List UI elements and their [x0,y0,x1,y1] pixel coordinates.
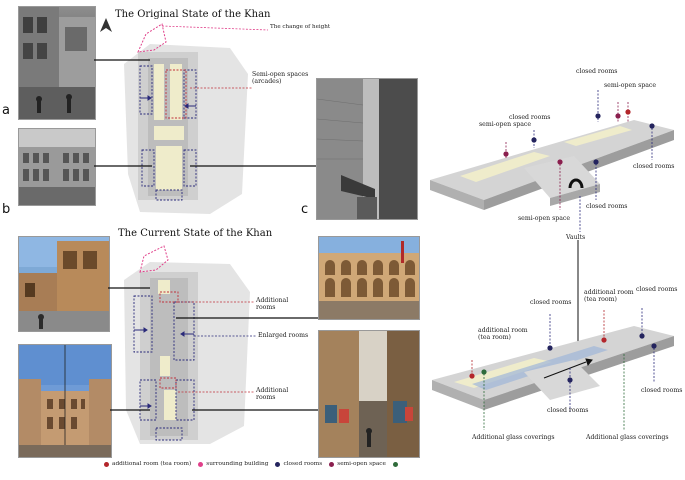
panel-letter-a: a [2,103,10,118]
model-bottom-glass-right: Additional glass coverings [586,434,669,441]
legend-item [392,461,401,467]
legend-dot [104,461,109,467]
model-top-vaults: Vaults [566,234,586,241]
vaults-connector [577,240,579,360]
model-bottom-tea-room-right: additional room (tea room) [584,289,634,304]
panel-letter-b: b [2,202,11,217]
legend-dot [329,461,335,467]
legend-item: semi-open space [329,461,386,467]
legend-dot [198,461,204,467]
legend: additional room (tea room) surrounding b… [104,461,401,467]
model-bottom-tea-room-left: additional room (tea room) [478,327,528,342]
plan-original [124,23,248,214]
label-change-of-height: The change of height [270,24,331,30]
model-top-semi-open-1: semi-open space [479,121,532,128]
model-top-semi-open-2: semi-open space [604,82,657,89]
legend-label: additional room (tea room) [112,461,192,467]
model-bottom-closed-rooms-4: closed rooms [641,387,683,394]
photo-current-courtyard [18,344,112,458]
photo-original-courtyard [18,128,96,206]
model-bottom-closed-rooms-3: closed rooms [547,407,589,414]
title-original: The Original State of the Khan [115,9,271,20]
panel-letter-c: c [301,202,309,217]
photo-current-arcades [318,236,420,320]
legend-item: closed rooms [275,461,322,467]
model-top-closed-rooms-2: closed rooms [576,68,618,75]
model-top-semi-open-3: semi-open space [518,215,571,222]
photo-current-street [18,236,110,332]
legend-item: additional room (tea room) [104,461,191,467]
model-top-closed-rooms-4: closed rooms [586,203,628,210]
model-bottom-closed-rooms-1: closed rooms [530,299,572,306]
legend-dot [275,461,281,467]
label-semi-open-spaces: Semi-open spaces (arcades) [252,71,309,86]
photo-current-alley [318,330,420,458]
plan-current [124,245,250,444]
label-enlarged-rooms: Enlarged rooms [258,332,309,339]
title-current: The Current State of the Khan [118,228,273,239]
model-top-closed-rooms-1: closed rooms [509,114,551,121]
photo-original-street [18,6,96,120]
model-current-3d [432,308,674,430]
model-original-3d [430,90,674,232]
model-bottom-glass-left: Additional glass coverings [472,434,555,441]
legend-dot [392,461,398,467]
photo-original-alley [316,78,418,220]
label-additional-rooms-1: Additional rooms [256,297,289,312]
model-top-closed-rooms-3: closed rooms [633,163,675,170]
legend-label: semi-open space [337,461,386,467]
model-bottom-closed-rooms-2: closed rooms [636,286,678,293]
label-additional-rooms-2: Additional rooms [256,387,289,402]
legend-item: surrounding building [198,461,268,467]
legend-label: surrounding building [206,461,269,467]
north-arrow-icon [100,18,112,32]
legend-label: closed rooms [283,461,323,467]
